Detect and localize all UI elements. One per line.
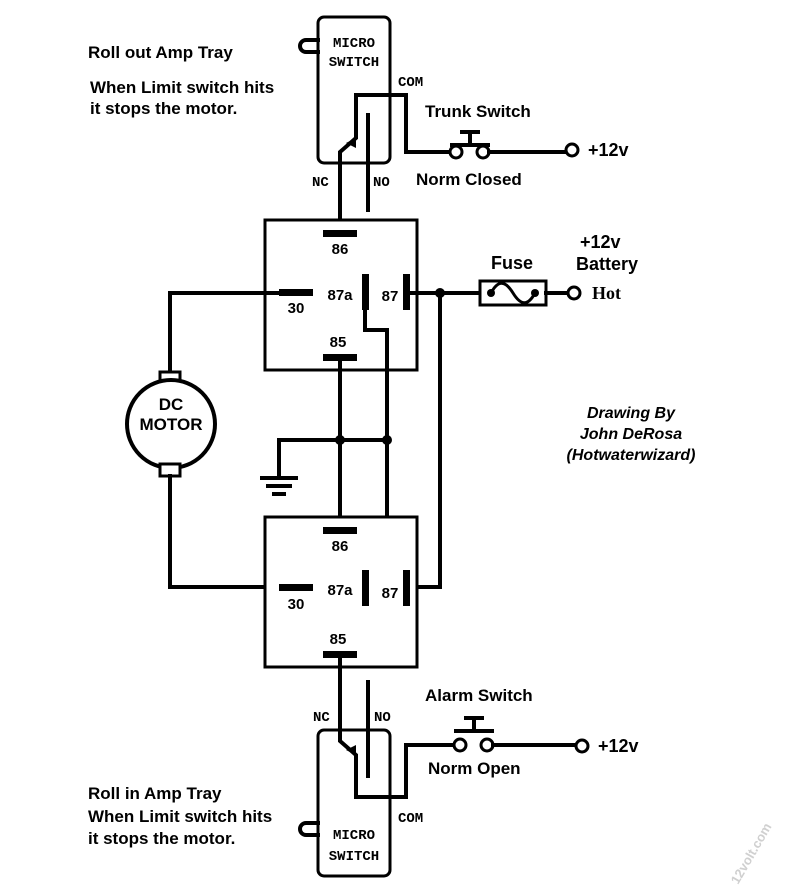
top-micro-switch-tab (298, 38, 320, 54)
top-relay-pin85 (323, 354, 357, 361)
ground-symbol (260, 476, 298, 496)
alarm-12v-terminal (574, 738, 590, 754)
bottom-switch-com-label: COM (398, 811, 423, 827)
bottom-relay-pin86-label: 86 (332, 538, 349, 555)
top-relay-pin87a-label: 87a (327, 287, 353, 304)
top-micro-switch-body (316, 15, 392, 165)
top-micro-switch: MICRO SWITCH COM NC NO (298, 15, 442, 235)
trunk-switch-contact-left (448, 144, 464, 160)
bottom-switch-no-label: NO (374, 710, 391, 726)
bottom-relay-pin85-label: 85 (330, 631, 347, 648)
trunk-switch-plunger (450, 130, 490, 147)
top-relay-pin87-label: 87 (382, 288, 399, 305)
alarm-switch: Alarm Switch +12v Norm Open (425, 686, 639, 778)
trunk-switch: Trunk Switch +12v Norm Closed (416, 102, 629, 189)
junction-ground-left (335, 435, 345, 445)
motor-bottom-lead (168, 474, 281, 589)
trunk-12v-terminal (564, 142, 580, 158)
credit-line-1: Drawing By (587, 405, 676, 422)
bottom-micro-switch-label-2: SWITCH (329, 849, 379, 865)
top-relay-pin86 (323, 230, 357, 237)
top-switch-nc-label: NC (312, 175, 329, 191)
watermark: 12volt.com (728, 820, 775, 886)
trunk-switch-state: Norm Closed (416, 170, 522, 189)
motor-label-1: DC (159, 395, 184, 414)
top-switch-com-label: COM (398, 75, 423, 91)
top-micro-switch-label-1: MICRO (333, 36, 375, 52)
top-relay-pin30-label: 30 (288, 300, 305, 317)
top-relay-pin85-label: 85 (330, 334, 347, 351)
bottom-relay-pin30 (279, 584, 313, 591)
bottom-switch-contact-arrow (346, 745, 356, 755)
top-switch-desc-1: When Limit switch hits (90, 78, 274, 97)
top-switch-title: Roll out Amp Tray (88, 43, 233, 62)
bottom-relay-pin87 (403, 570, 410, 606)
top-relay-pin87a (362, 274, 369, 310)
alarm-12v-label: +12v (598, 736, 639, 756)
pin87-bus-wire (408, 291, 442, 589)
top-switch-contact-arrow (346, 138, 356, 148)
trunk-switch-name: Trunk Switch (425, 102, 531, 121)
bottom-micro-switch-label-1: MICRO (333, 828, 375, 844)
top-relay-pin87 (403, 274, 410, 310)
bottom-switch-nc-label: NC (313, 710, 330, 726)
bottom-switch-title: Roll in Amp Tray (88, 784, 222, 803)
junction-ground-right (382, 435, 392, 445)
top-relay: 86 30 87a 87 85 (263, 218, 419, 372)
alarm-switch-plunger (454, 716, 494, 733)
motor-label-2: MOTOR (140, 415, 203, 434)
bottom-switch-desc-1: When Limit switch hits (88, 807, 272, 826)
alarm-switch-contact-left (452, 737, 468, 753)
top-switch-no-label: NO (373, 175, 390, 191)
bottom-switch-nc-com-wire (338, 656, 452, 799)
bottom-micro-switch: NC NO COM MICRO SWITCH (298, 656, 452, 878)
hot-terminal (566, 285, 582, 301)
alarm-switch-state: Norm Open (428, 759, 521, 778)
fuse: +12v Battery Fuse Hot (408, 232, 638, 307)
bottom-relay-body (263, 515, 419, 669)
bottom-relay-pin30-label: 30 (288, 596, 305, 613)
bottom-switch-desc-2: it stops the motor. (88, 829, 235, 848)
bottom-micro-switch-body (316, 728, 392, 878)
battery-12v-label: +12v (580, 232, 621, 252)
hot-label: Hot (592, 283, 621, 303)
bottom-relay-pin86 (323, 527, 357, 534)
bottom-relay: 86 30 87a 87 85 (263, 515, 419, 669)
top-micro-switch-label-2: SWITCH (329, 55, 379, 71)
top-switch-nc-com-wire (338, 93, 442, 235)
credit-line-2: John DeRosa (580, 426, 682, 443)
bottom-relay-pin87a-label: 87a (327, 582, 353, 599)
fuse-label: Fuse (491, 253, 533, 273)
motor-top-lead (168, 291, 281, 380)
bottom-micro-switch-tab (298, 821, 320, 837)
bottom-relay-pin87-label: 87 (382, 585, 399, 602)
battery-label: Battery (576, 254, 638, 274)
top-relay-pin86-label: 86 (332, 241, 349, 258)
fuse-element (489, 281, 537, 305)
ground-wire (277, 438, 389, 478)
top-switch-desc-2: it stops the motor. (90, 99, 237, 118)
top-relay-pin30 (279, 289, 313, 296)
trunk-12v-label: +12v (588, 140, 629, 160)
dc-motor: DC MOTOR (125, 291, 281, 589)
alarm-switch-name: Alarm Switch (425, 686, 533, 705)
bottom-relay-pin87a (362, 570, 369, 606)
credit-line-3: (Hotwaterwizard) (567, 447, 696, 464)
bottom-relay-pin85 (323, 651, 357, 658)
